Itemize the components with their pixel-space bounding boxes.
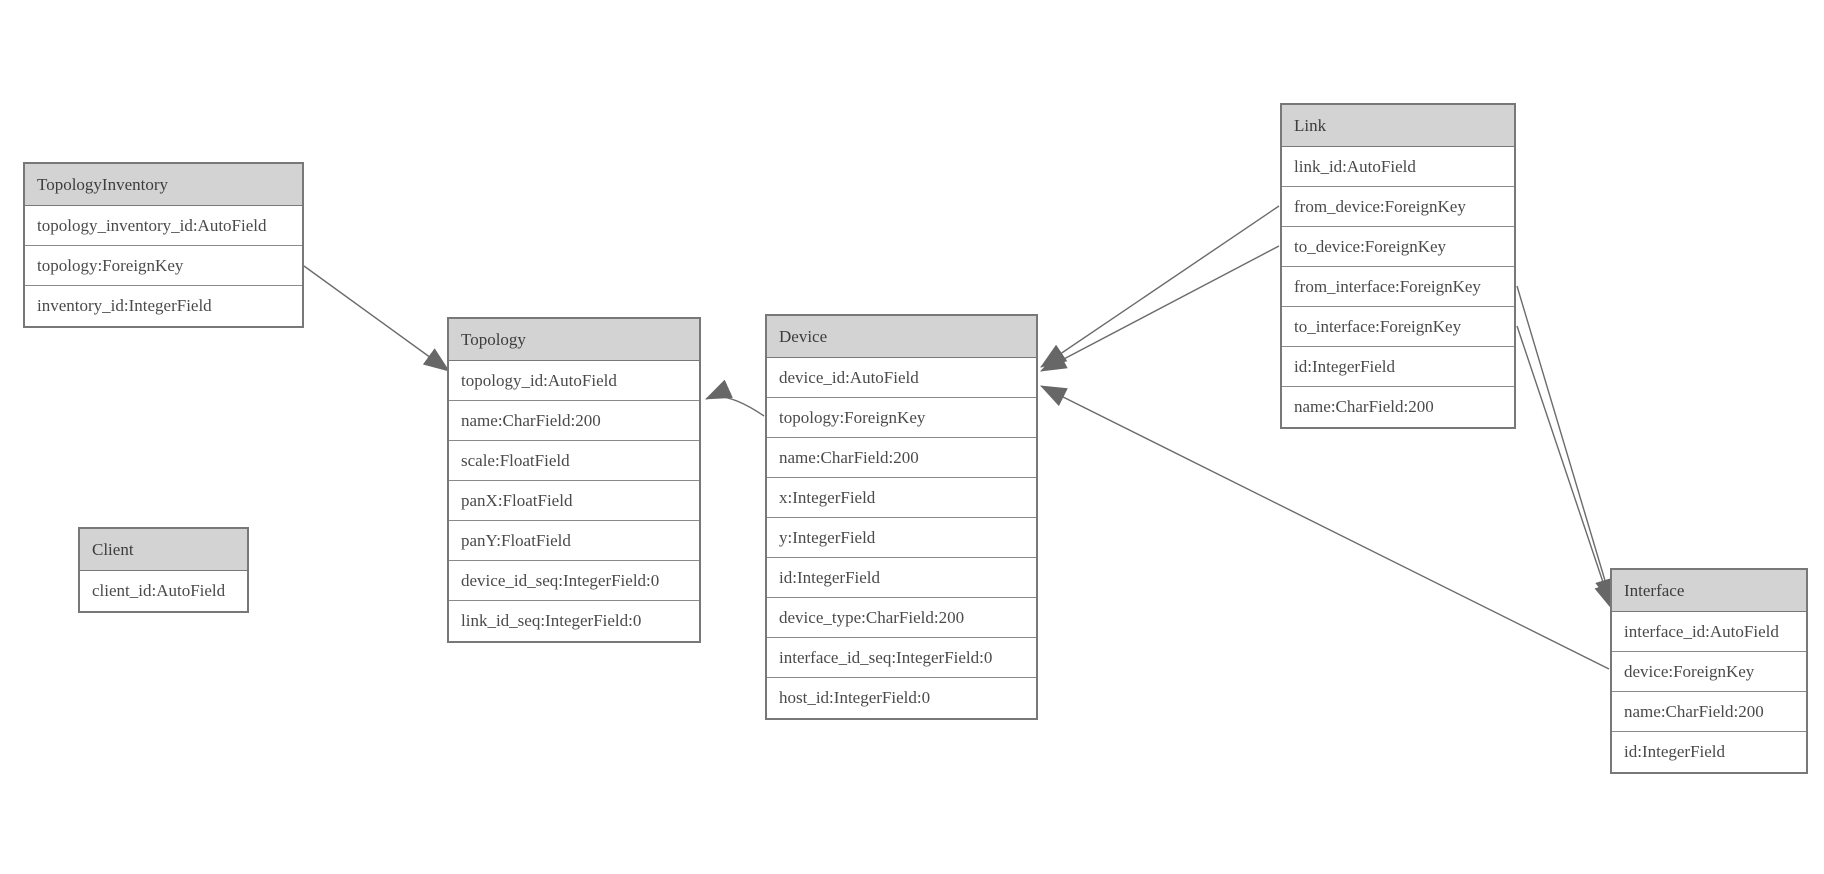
entity-title: Interface (1612, 570, 1806, 612)
field-row: device_id:AutoField (767, 358, 1036, 398)
field-row: scale:FloatField (449, 441, 699, 481)
field-row: client_id:AutoField (80, 571, 247, 611)
entity-title: Device (767, 316, 1036, 358)
field-row: device:ForeignKey (1612, 652, 1806, 692)
field-row: from_interface:ForeignKey (1282, 267, 1514, 307)
field-row: to_interface:ForeignKey (1282, 307, 1514, 347)
connector-group (303, 205, 1615, 670)
field-row: host_id:IntegerField:0 (767, 678, 1036, 718)
field-row: device_id_seq:IntegerField:0 (449, 561, 699, 601)
field-row: topology:ForeignKey (25, 246, 302, 286)
field-row: inventory_id:IntegerField (25, 286, 302, 326)
field-row: id:IntegerField (767, 558, 1036, 598)
connector-interface-device-to-device (1040, 385, 1610, 670)
field-row: topology:ForeignKey (767, 398, 1036, 438)
field-row: topology_id:AutoField (449, 361, 699, 401)
entity-title: Client (80, 529, 247, 571)
connector-topologyinventory-topology-to-topology (303, 265, 450, 372)
field-row: x:IntegerField (767, 478, 1036, 518)
field-row: from_device:ForeignKey (1282, 187, 1514, 227)
field-row: link_id:AutoField (1282, 147, 1514, 187)
field-row: name:CharField:200 (1282, 387, 1514, 427)
field-row: interface_id:AutoField (1612, 612, 1806, 652)
field-row: to_device:ForeignKey (1282, 227, 1514, 267)
entity-title: Link (1282, 105, 1514, 147)
connector-link-from_interface-to-interface (1516, 285, 1615, 605)
field-row: panY:FloatField (449, 521, 699, 561)
field-row: name:CharField:200 (449, 401, 699, 441)
entity-title: Topology (449, 319, 699, 361)
field-row: name:CharField:200 (767, 438, 1036, 478)
field-row: y:IntegerField (767, 518, 1036, 558)
field-row: link_id_seq:IntegerField:0 (449, 601, 699, 641)
connector-link-to_device-to-device (1040, 245, 1280, 372)
connector-device-topology-to-topology (705, 379, 765, 417)
field-row: interface_id_seq:IntegerField:0 (767, 638, 1036, 678)
field-row: device_type:CharField:200 (767, 598, 1036, 638)
field-row: topology_inventory_id:AutoField (25, 206, 302, 246)
field-row: id:IntegerField (1612, 732, 1806, 772)
field-row: panX:FloatField (449, 481, 699, 521)
field-row: name:CharField:200 (1612, 692, 1806, 732)
entity-title: TopologyInventory (25, 164, 302, 206)
field-row: id:IntegerField (1282, 347, 1514, 387)
connector-link-from_device-to-device (1040, 205, 1280, 368)
connector-link-to_interface-to-interface (1516, 325, 1614, 610)
